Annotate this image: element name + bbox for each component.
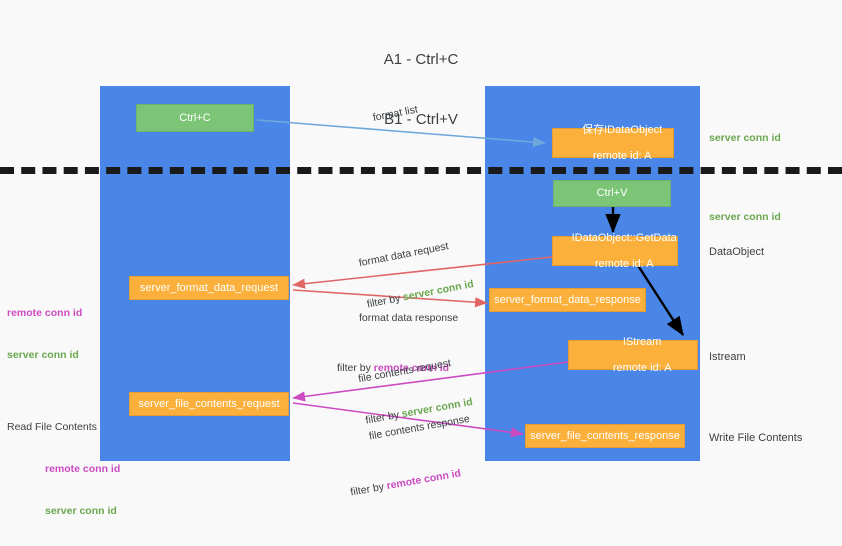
box-istream-line1: IStream	[622, 335, 662, 348]
title-line-1: A1 - Ctrl+C	[383, 51, 459, 68]
arrow-format-data-response	[292, 289, 488, 308]
fcres-filter-prefix: filter by	[349, 480, 388, 499]
label-file-contents-request-title: file contents request	[357, 357, 452, 386]
title-line-2: B1 - Ctrl+V	[384, 111, 458, 128]
label-file-contents-response-filter: filter by remote conn id	[349, 463, 480, 499]
box-save-idataobject[interactable]: 保存IDataObject remote id: A	[552, 124, 674, 162]
diagram-canvas: A1 - Ctrl+C B1 - Ctrl+V A1 remote B1 con…	[0, 10, 842, 517]
label-file-contents-response-title: file contents response	[368, 412, 471, 443]
box-server-format-data-response[interactable]: server_format_data_response	[489, 288, 646, 312]
label-format-data-response: format data response filter by remote co…	[337, 283, 458, 403]
note-istream: Istream	[709, 351, 746, 363]
label-format-data-response-title: format data response	[359, 312, 459, 324]
box-server-file-contents-request[interactable]: server_file_contents_request	[129, 392, 289, 416]
arrow-format-list	[256, 119, 546, 148]
arrow-format-data-request	[292, 256, 553, 289]
box-getdata-text: IDataObject::GetData remote id: A	[553, 219, 677, 284]
note-bottom-remote-conn-id: remote conn id	[45, 463, 121, 475]
note-write-file-contents: Write File Contents	[709, 432, 803, 444]
box-istream-line2: remote id: A	[612, 361, 672, 374]
arrow-file-contents-request	[292, 361, 569, 402]
box-getdata-line1: IDataObject::GetData	[571, 231, 677, 244]
box-save-idataobject-line1: 保存IDataObject	[582, 123, 663, 136]
fcres-filter-value: remote conn id	[385, 467, 462, 493]
box-ctrl-c[interactable]: Ctrl+C	[136, 104, 254, 132]
note-mid-conn-ids: remote conn id server conn id	[7, 278, 82, 390]
arrow-getdata-to-istream	[635, 263, 685, 337]
arrow-file-contents-response	[292, 402, 524, 438]
label-format-data-request-title: format data request	[357, 240, 450, 270]
note-read-file-contents: Read File Contents	[7, 421, 97, 433]
note-read-file-contents-block: Read File Contents remote conn id server…	[7, 392, 120, 546]
note-mid-remote-conn-id: remote conn id	[7, 307, 83, 319]
fdres-filter-value: remote conn id	[373, 362, 450, 374]
diagram-title: A1 - Ctrl+C B1 - Ctrl+V	[0, 10, 842, 170]
fdres-filter-prefix: filter by	[337, 362, 374, 374]
arrow-layer	[256, 119, 685, 438]
box-istream-text: IStream remote id: A	[594, 323, 672, 388]
box-getdata[interactable]: IDataObject::GetData remote id: A	[552, 232, 678, 270]
note-server-conn-id-top: server conn id	[709, 132, 781, 144]
box-getdata-line2: remote id: A	[594, 257, 654, 270]
note-server-conn-id-mid: server conn id	[709, 211, 781, 223]
phase-divider	[0, 167, 842, 174]
box-ctrl-v[interactable]: Ctrl+V	[553, 180, 671, 207]
box-istream[interactable]: IStream remote id: A	[568, 336, 698, 374]
box-server-format-data-request[interactable]: server_format_data_request	[129, 276, 289, 300]
label-format-data-response-filter: filter by remote conn id	[337, 361, 458, 375]
box-save-idataobject-text: 保存IDataObject remote id: A	[564, 111, 662, 176]
box-save-idataobject-line2: remote id: A	[592, 149, 652, 162]
box-server-file-contents-response[interactable]: server_file_contents_response	[525, 424, 685, 448]
note-bottom-server-conn-id: server conn id	[45, 505, 117, 517]
label-file-contents-response: file contents response filter by remote …	[335, 384, 484, 527]
note-mid-server-conn-id: server conn id	[7, 349, 79, 361]
note-dataobject: DataObject	[709, 246, 765, 258]
